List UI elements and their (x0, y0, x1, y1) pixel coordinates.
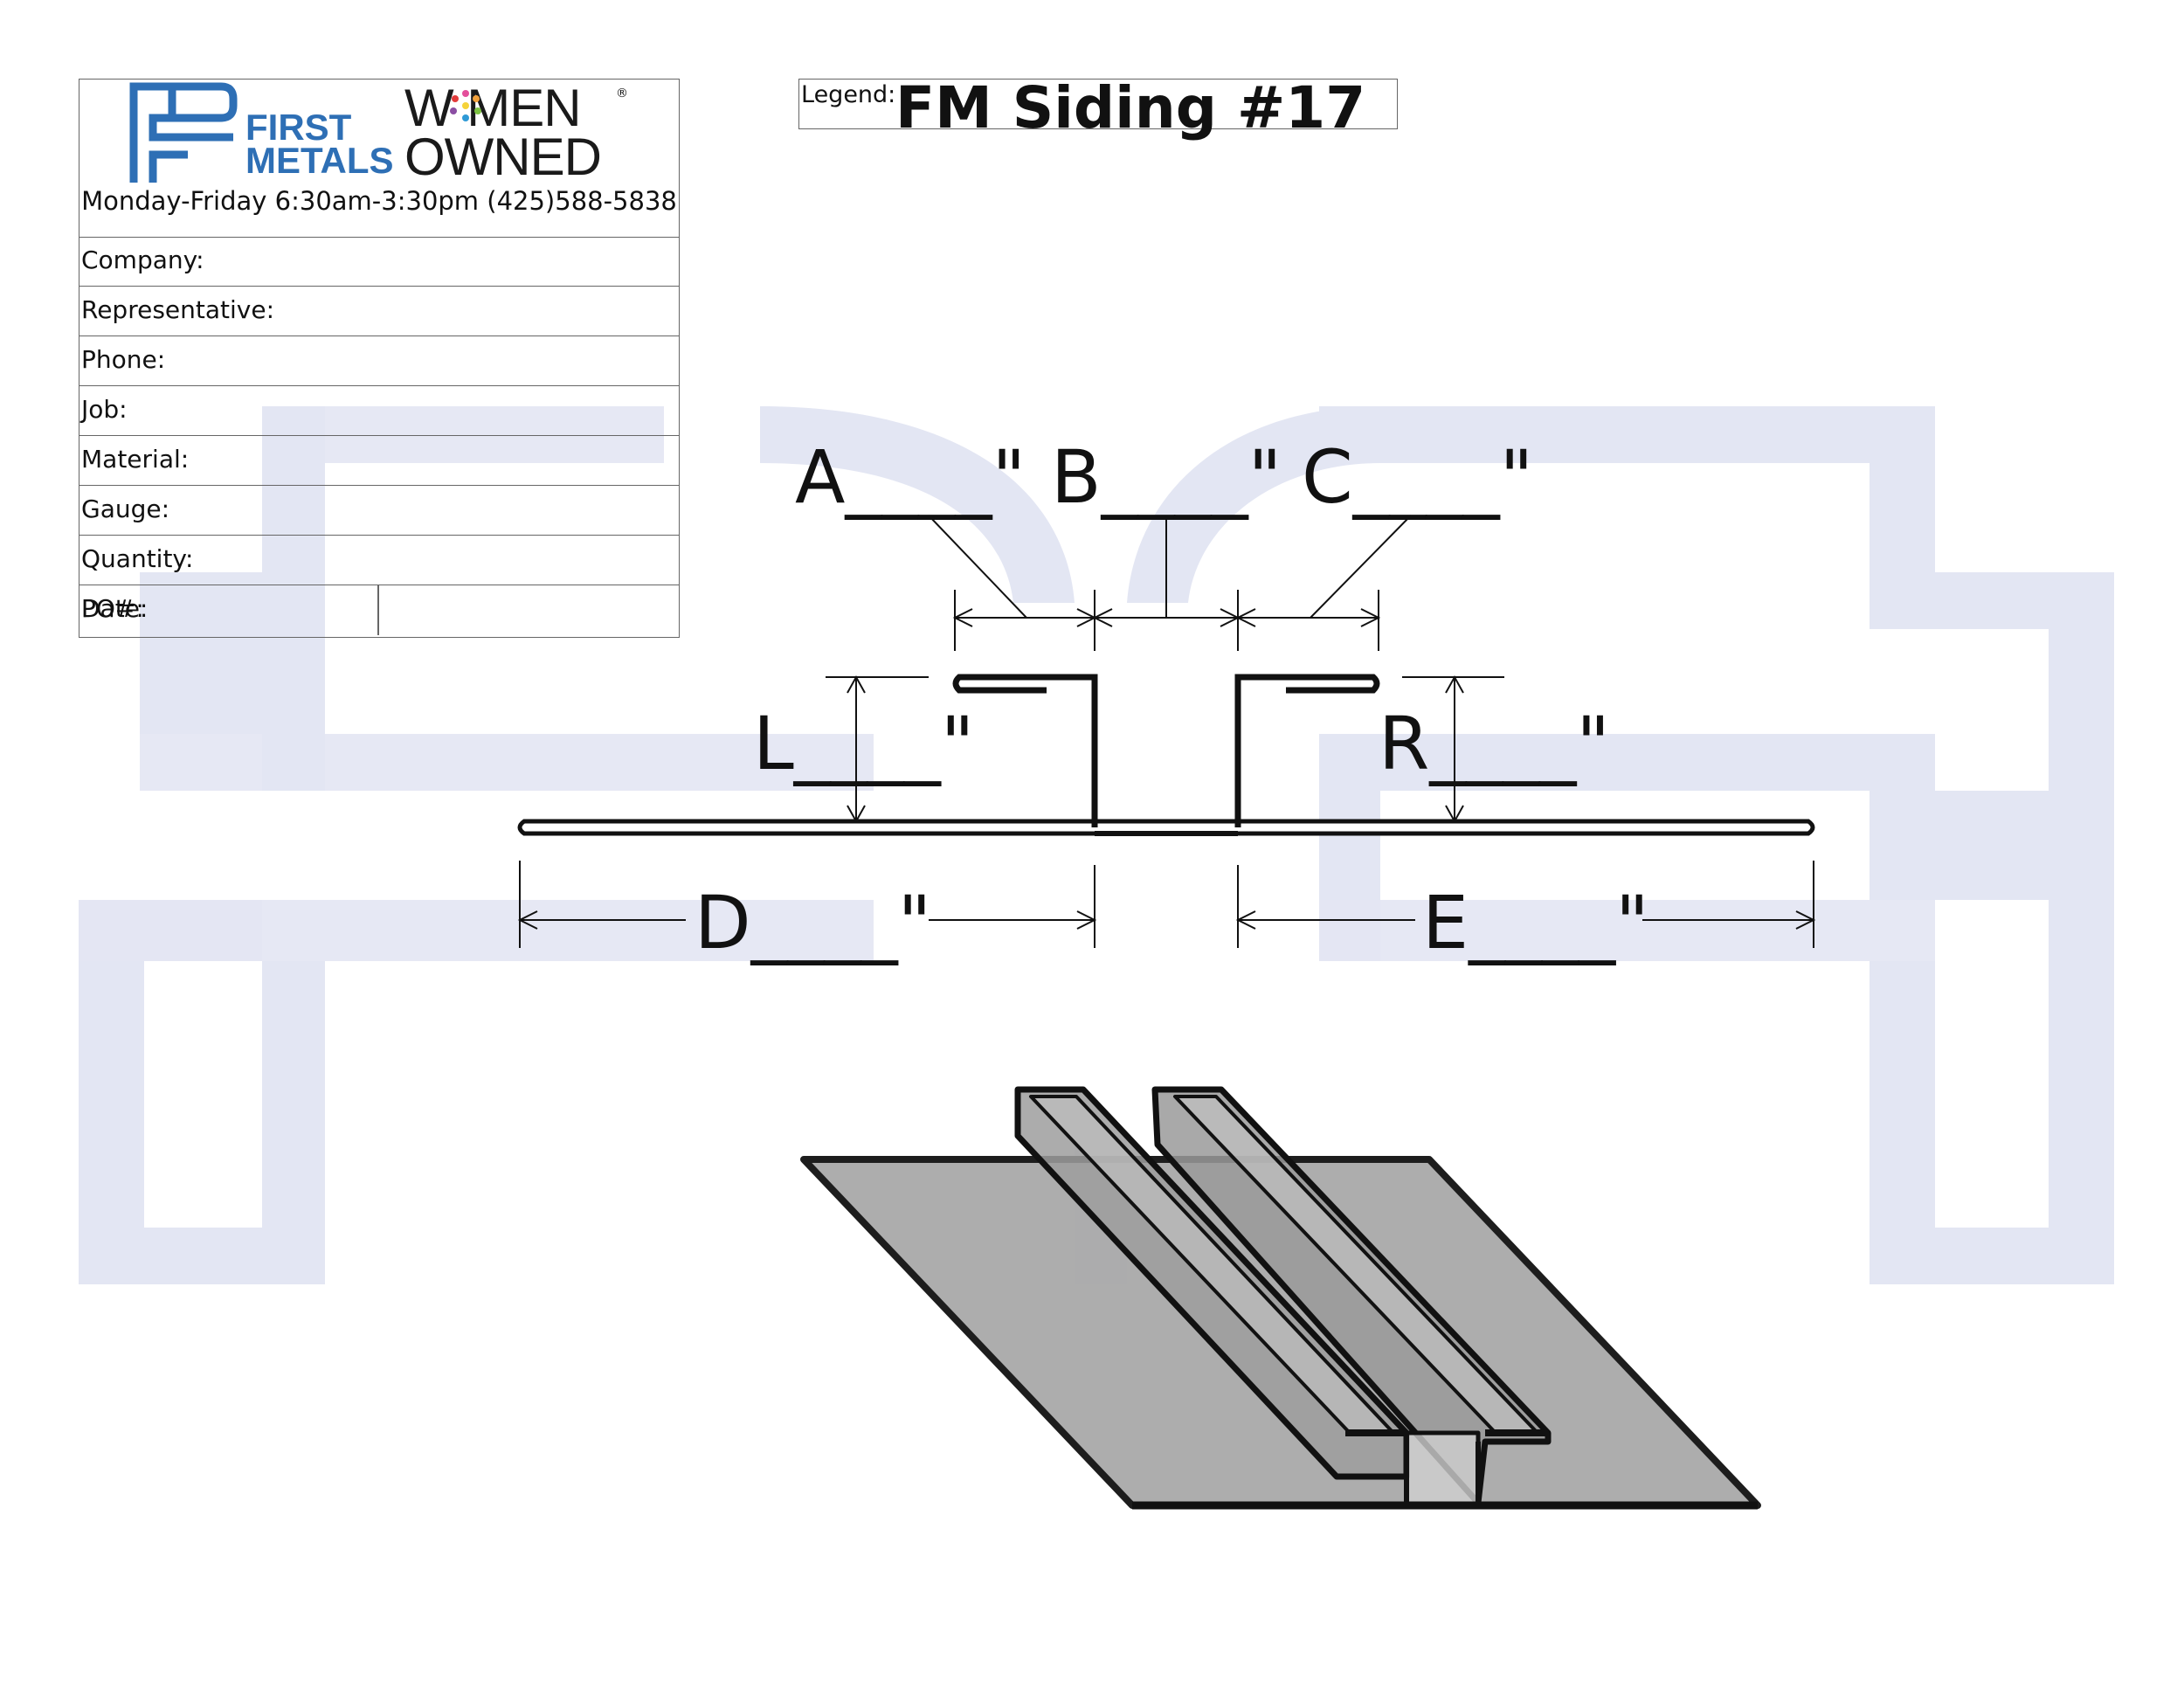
siding-profile (517, 674, 1815, 836)
dim-b-label: B____" (1051, 434, 1282, 520)
dimension-lines (517, 515, 1816, 948)
legend-label: Legend: (801, 81, 896, 108)
date-po-row: Date: PO#: (79, 585, 679, 635)
quantity-field[interactable]: Quantity: (79, 536, 679, 585)
registered-mark: ® (616, 86, 628, 100)
badge-line2: OWNED (404, 128, 602, 186)
women-owned-badge: W MEN OWNED (404, 79, 602, 186)
flower-icon (450, 90, 481, 121)
company-label: Company: (81, 246, 204, 274)
first-metals-logo-icon (129, 82, 238, 183)
job-label: Job: (81, 395, 128, 424)
representative-field[interactable]: Representative: (79, 287, 679, 336)
brand-line2: METALS (245, 140, 394, 181)
phone-label: Phone: (81, 345, 166, 374)
representative-label: Representative: (81, 295, 275, 324)
phone-field[interactable]: Phone: (79, 336, 679, 386)
legend-box: Legend: FM Siding #17 (798, 74, 1398, 142)
dim-d-label: D____" (695, 880, 931, 965)
legend-title: FM Siding #17 (895, 74, 1366, 142)
dim-r-label: R____" (1379, 701, 1610, 786)
company-field[interactable]: Company: (79, 237, 679, 287)
logo-header: FIRST METALS W MEN OWNED ® Monday-Friday… (79, 80, 679, 238)
date-label[interactable]: Date: (81, 594, 149, 623)
brand-line1: FIRST (245, 107, 352, 148)
order-form: FIRST METALS W MEN OWNED ® Monday-Friday… (79, 79, 680, 638)
po-label[interactable]: PO#: (81, 594, 144, 623)
material-label: Material: (81, 445, 190, 474)
badge-line1: W MEN (404, 79, 582, 137)
business-hours: Monday-Friday 6:30am-3:30pm (425)588-583… (81, 186, 677, 216)
quantity-label: Quantity: (81, 544, 194, 573)
date-po-divider (377, 585, 379, 635)
job-field[interactable]: Job: (79, 386, 679, 436)
dim-e-label: E____" (1422, 880, 1649, 965)
siding-right-rib (1151, 1086, 1552, 1506)
gauge-label: Gauge: (81, 495, 170, 523)
siding-3d-view (800, 1086, 1761, 1510)
gauge-field[interactable]: Gauge: (79, 486, 679, 536)
dimension-labels: A____" B____" C____" L____" R____" D____… (695, 434, 1649, 965)
material-field[interactable]: Material: (79, 436, 679, 486)
dim-c-label: C____" (1302, 434, 1533, 520)
dim-a-label: A____" (795, 434, 1026, 520)
brand-name: FIRST METALS (245, 107, 394, 181)
dim-l-label: L____" (753, 701, 974, 786)
